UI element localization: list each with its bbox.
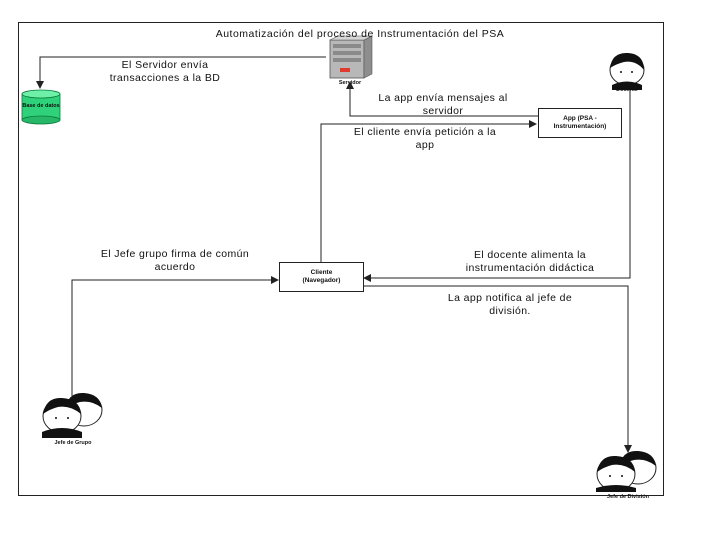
server-icon [329,35,373,79]
cliente-node-line1: Cliente [310,269,333,276]
cliente-node-line2: (Navegador) [302,277,341,284]
jefe-grupo-persons-icon [42,392,103,438]
diagram-title: Automatización del proceso de Instrument… [215,28,505,40]
edge-label-docente: El docente alimenta la instrumentación d… [465,249,595,274]
edge-cliente-jefedivision [364,285,632,453]
edge-label-cliente-app: El cliente envía petición a la app [353,126,497,151]
edge-label-servidor-bd: El Servidor envía transacciones a la BD [109,59,221,84]
diagram-frame [18,22,664,496]
jefe-grupo-label: Jefe de Grupo [54,440,92,446]
edge-label-app-servidor: La app envía mensajes al servidor [378,92,508,117]
jefe-division-label: Jefe de División [607,494,649,500]
edge-cliente-app [320,120,537,262]
docente-person-icon [609,52,645,90]
database-icon [21,89,61,125]
app-node: App (PSA - Instrumentación) [538,108,622,138]
database-label: Base de datos [22,103,60,109]
app-node-line1: App (PSA - [563,115,597,122]
edge-jefegrupo-cliente [71,276,279,396]
edge-label-notifica: La app notifica al jefe de división. [447,292,573,317]
edge-servidor-bd [36,56,326,89]
jefe-division-persons-icon [596,450,657,492]
servidor-label: Servidor [338,80,362,86]
docente-label: Docente [616,87,638,93]
edge-docente-cliente [363,90,631,282]
cliente-node: Cliente (Navegador) [279,262,364,292]
edge-label-jefe-grupo: El Jefe grupo firma de común acuerdo [100,248,250,273]
app-node-line2: Instrumentación) [553,123,607,130]
edge-app-servidor [346,81,538,117]
